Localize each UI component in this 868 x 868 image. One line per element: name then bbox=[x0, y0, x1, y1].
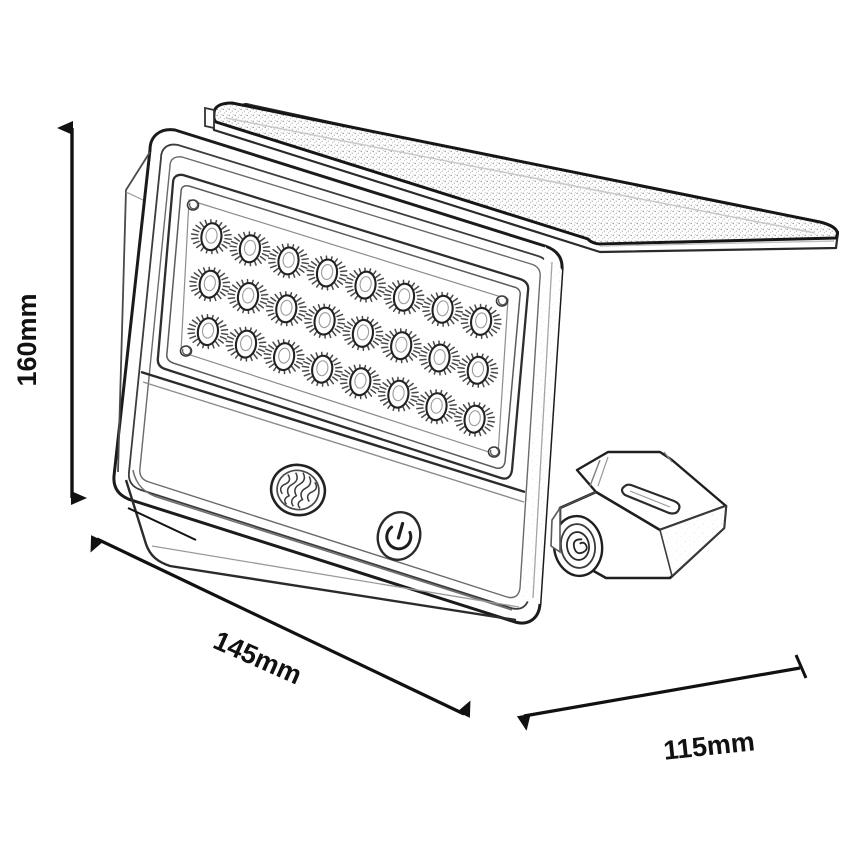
width-extension-line bbox=[127, 507, 197, 541]
led-lens bbox=[263, 338, 305, 375]
led-lens bbox=[190, 219, 232, 255]
led-lens bbox=[383, 279, 425, 315]
dimension-height: 160mm bbox=[12, 121, 87, 505]
led-lens bbox=[225, 326, 267, 362]
led-lens bbox=[301, 351, 343, 387]
solar-panel bbox=[204, 101, 840, 254]
led-lens bbox=[306, 255, 348, 291]
led-lens bbox=[304, 303, 346, 339]
led-lens bbox=[267, 243, 310, 279]
led-lens bbox=[380, 328, 422, 364]
led-lens bbox=[418, 340, 461, 376]
depth-extension-tick bbox=[794, 654, 808, 679]
led-lens bbox=[457, 352, 499, 388]
dimension-depth: 115mm bbox=[516, 654, 808, 766]
depth-label: 115mm bbox=[662, 726, 756, 765]
led-lens bbox=[344, 267, 387, 303]
led-panel bbox=[156, 173, 530, 480]
led-lens bbox=[454, 401, 496, 437]
led-array bbox=[187, 219, 502, 437]
led-lens bbox=[342, 315, 384, 352]
led-lens bbox=[339, 364, 381, 400]
height-label: 160mm bbox=[12, 293, 42, 386]
pivot-screw[interactable] bbox=[550, 513, 606, 579]
led-lens bbox=[229, 231, 271, 267]
mounting-bracket bbox=[550, 450, 728, 580]
led-lens bbox=[187, 313, 229, 350]
led-lens bbox=[377, 376, 419, 412]
panel-screw bbox=[487, 446, 501, 458]
product-illustration bbox=[112, 101, 840, 625]
width-label: 145mm bbox=[209, 625, 306, 690]
panel-screw bbox=[179, 345, 193, 357]
pir-motion-sensor bbox=[269, 463, 327, 517]
led-lens bbox=[422, 291, 464, 327]
led-lens bbox=[227, 278, 269, 315]
width-arrow bbox=[90, 535, 471, 718]
panel-screw bbox=[495, 295, 509, 307]
panel-screw bbox=[186, 199, 200, 211]
led-lens bbox=[460, 303, 502, 340]
led-lens bbox=[265, 291, 307, 327]
led-lens bbox=[416, 389, 457, 425]
led-lens bbox=[189, 266, 231, 302]
depth-arrow bbox=[516, 666, 801, 731]
